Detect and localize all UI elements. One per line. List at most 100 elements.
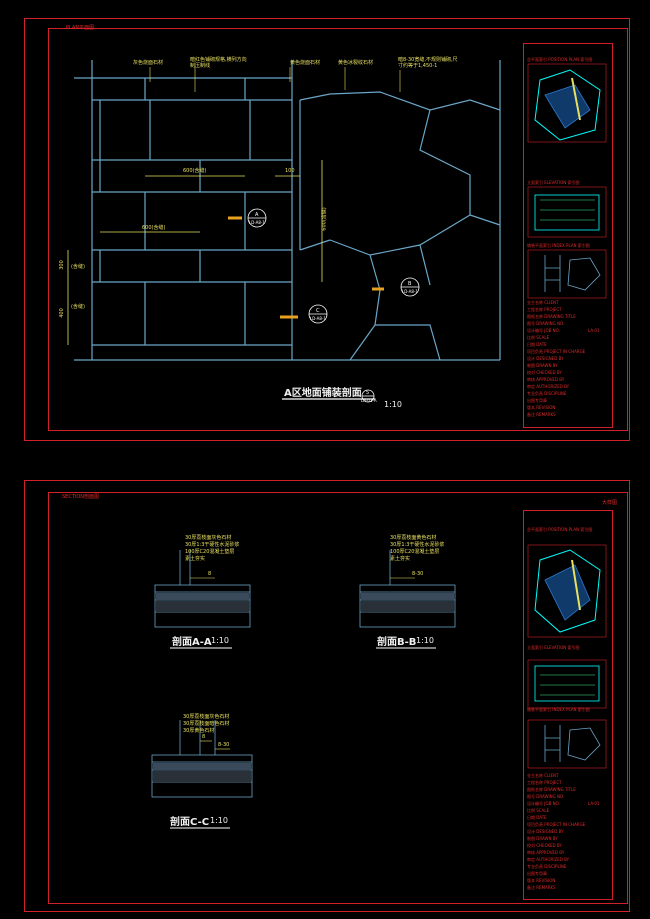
tb2-row-17: 备注 REMARKS [527,885,556,890]
section-b-mortar [361,593,454,600]
tb1-tag: LA-01 [588,328,600,333]
sheet-2-inner-border [48,492,628,904]
thumb-elevation-1 [527,186,607,238]
sec-a-layer-3: 100厚C20混凝土垫层 [185,549,235,555]
tb2-row-5: 设计编号 JOB NO. [527,801,560,806]
tb2-row-11: 校对 CHECKED BY [527,843,562,848]
thumb-index-plan-2 [527,719,607,769]
section-dim-lines [190,577,415,750]
thumb-site-plan-1 [527,63,607,143]
paving-plan [74,60,501,361]
dim-300-label: (含缝) [71,264,85,270]
section-c-letter: C [316,308,320,314]
section-a-ref: LD-A8-1 [249,220,265,225]
tb2-row-10: 制图 DRAWN BY [527,836,558,841]
tb2-row-4: 图号 DRAWING NO. [527,794,565,799]
tb1-row-13: 审定 AUTHORIZED BY [527,384,570,389]
thumb-index-plan-1 [527,249,607,299]
section-a-letter: A [255,212,259,218]
dim-400-label: (含缝) [71,304,85,310]
tb2-row-8: 项目负责 PROJECT IN CHARGE [527,822,586,827]
section-c-concrete [153,771,251,782]
tb2-row-3: 图纸名称 DRAWING TITLE [527,787,576,792]
tb2-thumb-label-1: 总平面索引 POSITION PLAN 索引图 [527,527,593,532]
sec-b-layer-4: 素土夯实 [390,556,411,562]
tb1-row-8: 项目负责 PROJECT IN CHARGE [527,349,586,354]
sec-c-layer-2: 30厚荔枝面暗色石材 [183,721,230,727]
dim-600-mid: 600(含缝) [142,225,166,231]
tb1-row-17: 备注 REMARKS [527,412,556,417]
tb1-row-4: 图号 DRAWING NO. [527,321,565,326]
tb2-row-7: 日期 DATE [527,815,547,820]
callout-dark-red-paving: 暗红色铺砌规格,横列方向制压制线 [190,57,247,69]
tb1-row-6: 比例 SCALE [527,335,550,340]
tb1-row-15: 出图专用章 [527,398,547,403]
tb1-row-11: 校对 CHECKED BY [527,370,562,375]
tb1-row-7: 日期 DATE [527,342,547,347]
callout-crackle-stone: 黄色冰裂纹石材 [338,60,374,66]
tb1-row-1: 业主名称 CLIENT [527,300,559,305]
sec-a-scale: 1:10 [211,636,229,645]
tb2-thumb-label-3: 铺装平面索引 INDEX PLAN 索引图 [527,707,590,712]
tb2-row-15: 出图专用章 [527,871,547,876]
sec-c-dim-1: 8 [202,734,206,740]
section-c-ref: LD-A8-1 [310,316,326,321]
sec-c-layer-3: 30厚黄色石材 [183,728,215,734]
sec-a-layer-2: 30厚1:3干硬性水泥砂浆 [185,542,240,548]
tb1-row-14: 专业负责 DISCIPLINE [527,391,567,396]
section-a-concrete [156,601,249,612]
titleblock-1: 总平面索引 POSITION PLAN 索引图 立面索引 ELEVATION 索… [523,43,613,428]
tb2-row-2: 工程名称 PROJECT [527,780,562,785]
tb1-row-12: 审核 APPROVED BY [527,377,565,382]
tb2-row-13: 审定 AUTHORIZED BY [527,857,570,862]
sec-a-title: 剖面A-A [172,637,212,648]
sheet-2-border [24,480,630,912]
tb1-row-9: 设计 DESIGNED BY [527,356,564,361]
sec-c-dim-2: 8-30 [218,742,230,748]
tb1-row-16: 版本 REVISION [527,405,556,410]
section-b-letter: B [408,281,412,287]
tb1-row-5: 设计编号 JOB NO. [527,328,560,333]
sec-b-scale: 1:10 [416,636,434,645]
section-cut-marks [228,216,384,319]
sheet-1-symbol-ref: LA-01-A [361,398,377,403]
thumb-elevation-2 [527,659,607,709]
sec-b-layer-1: 30厚荔枝面黄色石材 [390,535,437,541]
dim-600-vert: 600(含缝) [321,207,328,231]
tb2-thumb-label-2: 立面索引 ELEVATION 索引图 [527,645,580,650]
sec-c-layer-1: 30厚荔枝面灰色石材 [183,714,230,720]
sheet-1-title: A区地面铺装剖面 [284,388,362,399]
callout-grey-stone: 灰色烧面石材 [133,60,164,66]
sheet-1-corner-label: PLAN平面图 [66,25,95,31]
sheet-2-corner-right: 大样图 [602,500,618,506]
callout-gap-note: 暗8-30宽缝,不规则铺砌,尺寸约等于1,450-1 [398,57,458,69]
sec-a-layer-4: 素土夯实 [185,556,206,562]
section-b-concrete [361,601,454,612]
sec-b-layer-3: 100厚C20混凝土垫层 [390,549,440,555]
tb1-thumb-label-2: 立面索引 ELEVATION 索引图 [527,180,580,185]
sec-b-title: 剖面B-B [377,637,417,648]
tb2-tag: LA-01 [588,801,600,806]
tb2-row-16: 版本 REVISION [527,878,556,883]
tb1-thumb-label-1: 总平面索引 POSITION PLAN 索引图 [527,57,593,62]
tb1-thumb-label-3: 铺装平面索引 INDEX PLAN 索引图 [527,243,590,248]
tb1-row-10: 制图 DRAWN BY [527,363,558,368]
sec-c-scale: 1:10 [210,816,228,825]
tb1-row-3: 图纸名称 DRAWING TITLE [527,314,576,319]
section-title-underlines [170,647,436,829]
sec-b-dim: 8-30 [412,571,424,577]
callout-yellow-stone: 黄色烧面石材 [290,60,321,66]
sheet-2-corner-label: SECTION剖面图 [62,494,100,500]
section-b-ref: LD-A8-1 [402,289,418,294]
sheet-1-scale: 1:10 [384,400,402,409]
dimensions [67,160,323,345]
section-c-mortar [153,763,251,770]
tb2-row-1: 业主名称 CLIENT [527,773,559,778]
sec-a-layer-1: 30厚荔枝面灰色石材 [185,535,232,541]
section-a-mortar [156,593,249,600]
tb2-row-6: 比例 SCALE [527,808,550,813]
thumb-site-plan-2 [527,544,607,638]
callout-leaders [149,67,401,92]
sheet-1-border [24,18,630,441]
